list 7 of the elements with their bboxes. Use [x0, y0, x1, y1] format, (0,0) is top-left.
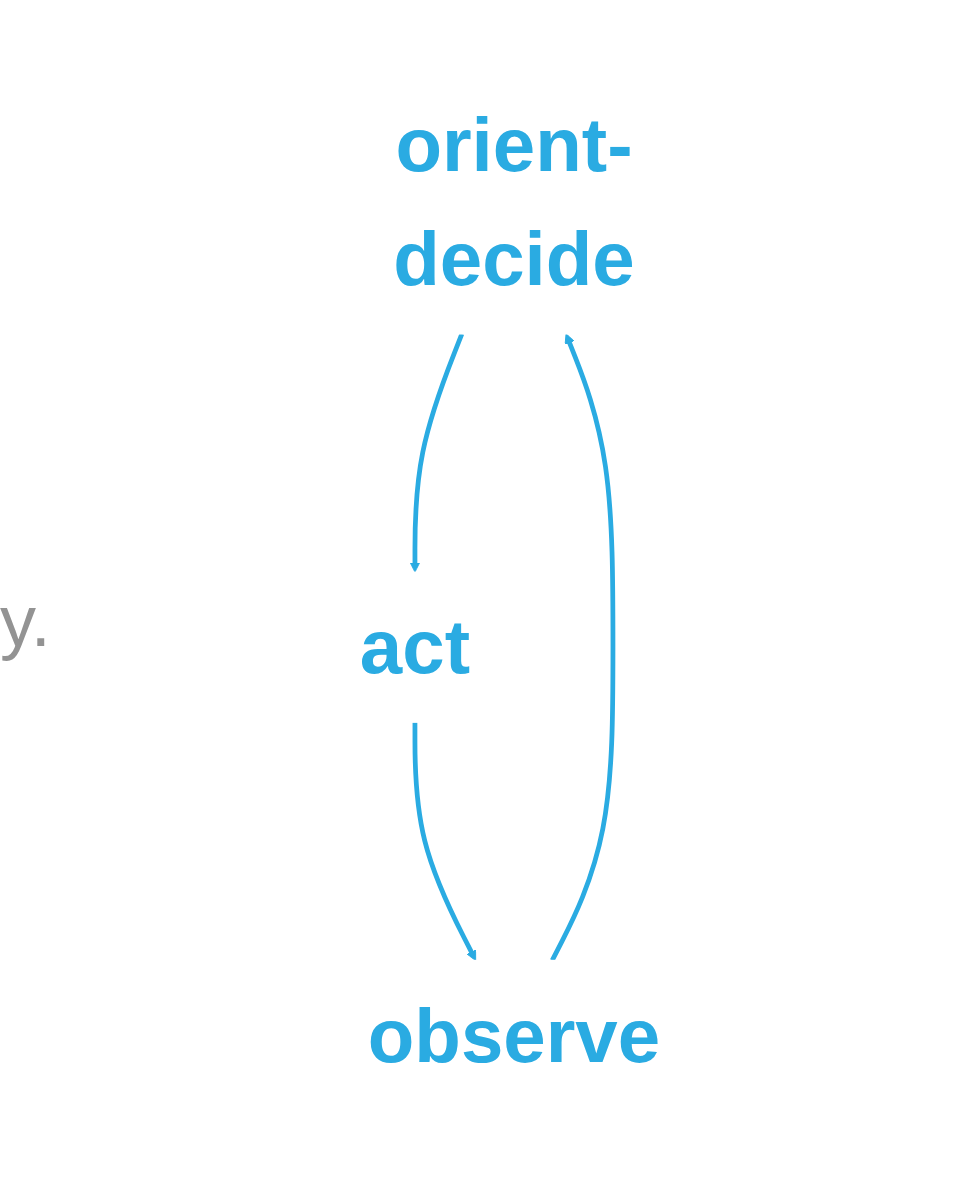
arrow [412, 722, 477, 961]
arrow [550, 333, 616, 962]
arrow [409, 333, 465, 573]
node-text: orient-decide [393, 101, 635, 302]
text-fragment: y. [0, 580, 51, 662]
node-text: act [359, 604, 471, 691]
node-text: observe [367, 992, 661, 1079]
